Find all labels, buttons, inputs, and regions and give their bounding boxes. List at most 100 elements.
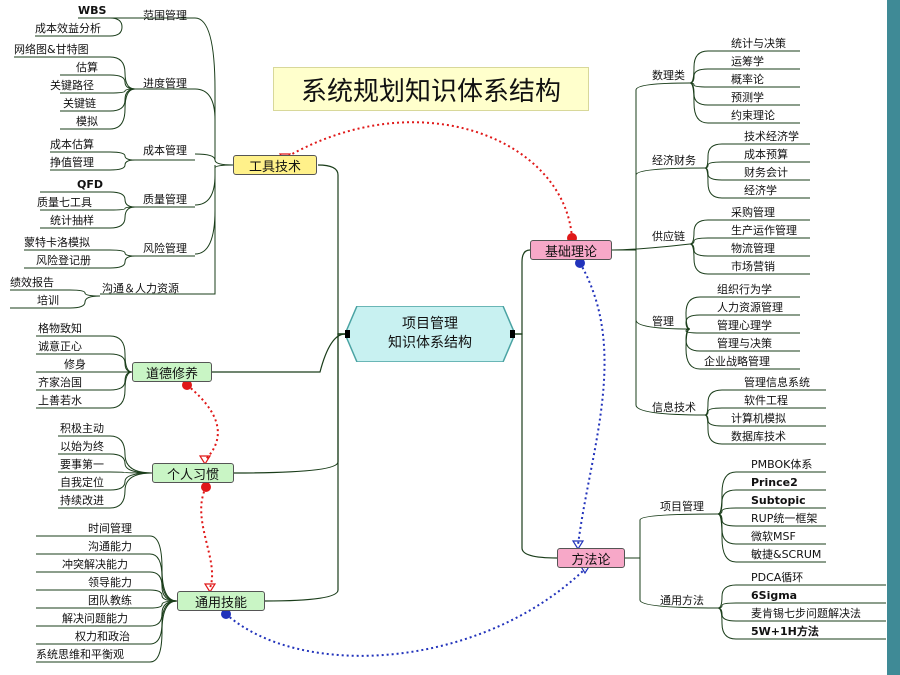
branch-node-skills[interactable]: 通用技能 [177,591,265,611]
leaf-item[interactable]: 微软MSF [751,530,796,543]
leaf-item[interactable]: 统计抽样 [50,214,94,227]
connector-line [149,600,178,627]
connector-line [635,250,706,416]
leaf-item[interactable]: 冲突解决能力 [62,558,128,571]
leaf-item[interactable]: QFD [77,178,103,191]
group-label-risk[interactable]: 风险管理 [143,242,187,255]
leaf-item[interactable]: 系统思维和平衡观 [36,648,124,661]
branch-node-theory[interactable]: 基础理论 [530,240,612,260]
connector-line [109,151,136,161]
leaf-item[interactable]: 齐家治国 [38,376,82,389]
leaf-item[interactable]: 质量七工具 [37,196,92,209]
group-label-econ[interactable]: 经济财务 [652,154,696,167]
leaf-item[interactable]: 领导能力 [88,576,132,589]
leaf-item[interactable]: 管理信息系统 [744,376,810,389]
leaf-item[interactable]: 诚意正心 [38,340,82,353]
group-label-management[interactable]: 管理 [652,315,674,328]
branch-node-methods[interactable]: 方法论 [557,548,625,568]
leaf-item[interactable]: 蒙特卡洛模拟 [24,236,90,249]
group-label-pm[interactable]: 项目管理 [660,500,704,513]
leaf-item[interactable]: 麦肯锡七步问题解决法 [751,607,861,620]
leaf-item[interactable]: 生产运作管理 [731,224,797,237]
leaf-item[interactable]: 持续改进 [60,494,104,507]
leaf-item[interactable]: 沟通能力 [88,540,132,553]
link-endpoint-dot [201,482,211,492]
leaf-item[interactable]: 培训 [37,294,59,307]
connector-line [109,74,136,90]
group-label-comm-hr[interactable]: 沟通＆人力资源 [102,282,179,295]
leaf-item[interactable]: 要事第一 [60,458,104,471]
leaf-item[interactable]: 自我定位 [60,476,104,489]
group-label-quality[interactable]: 质量管理 [143,193,187,206]
group-label-math[interactable]: 数理类 [652,69,685,82]
leaf-item[interactable]: 成本估算 [50,138,94,151]
leaf-item[interactable]: Subtopic [751,494,806,507]
connector-line [625,513,719,559]
group-label-cost[interactable]: 成本管理 [143,144,187,157]
leaf-item[interactable]: 成本效益分析 [35,22,101,35]
leaf-item[interactable]: 统计与决策 [731,37,786,50]
branch-node-habits[interactable]: 个人习惯 [152,463,234,483]
leaf-item[interactable]: WBS [78,4,107,17]
leaf-item[interactable]: 物流管理 [731,242,775,255]
leaf-item[interactable]: 运筹学 [731,55,764,68]
connector-line [69,289,101,297]
leaf-item[interactable]: PDCA循环 [751,571,804,584]
leaf-item[interactable]: 管理心理学 [717,319,772,332]
leaf-item[interactable]: PMBOK体系 [751,458,813,471]
leaf-item[interactable]: RUP统一框架 [751,512,818,525]
leaf-item[interactable]: 网络图&甘特图 [14,43,89,56]
center-topic-node[interactable]: 项目管理 知识体系结构 [345,306,515,362]
connector-line [149,553,178,602]
leaf-item[interactable]: 6Sigma [751,589,798,602]
leaf-item[interactable]: 时间管理 [88,522,132,535]
leaf-item[interactable]: 挣值管理 [50,156,94,169]
leaf-item[interactable]: Prince2 [751,476,798,489]
group-label-scope[interactable]: 范围管理 [143,9,187,22]
leaf-item[interactable]: 软件工程 [744,394,788,407]
connector-line [109,88,136,94]
group-label-general-method[interactable]: 通用方法 [660,594,704,607]
connector-line [704,161,723,169]
leaf-item[interactable]: 人力资源管理 [717,301,783,314]
leaf-item[interactable]: 绩效报告 [10,276,54,289]
leaf-item[interactable]: 技术经济学 [744,130,799,143]
leaf-item[interactable]: 风险登记册 [36,254,91,267]
branch-node-tools[interactable]: 工具技术 [233,155,317,175]
leaf-item[interactable]: 修身 [64,358,86,371]
leaf-item[interactable]: 5W+1H方法 [751,625,819,638]
leaf-item[interactable]: 关键链 [63,97,96,110]
group-label-schedule[interactable]: 进度管理 [143,77,187,90]
leaf-item[interactable]: 市场营销 [731,260,775,273]
leaf-item[interactable]: 上善若水 [38,394,82,407]
leaf-item[interactable]: 经济学 [744,184,777,197]
branch-node-morality[interactable]: 道德修养 [132,362,212,382]
leaf-item[interactable]: 以始为终 [60,440,104,453]
connector-line [109,206,136,229]
leaf-item[interactable]: 敏捷&SCRUM [751,548,822,561]
leaf-item[interactable]: 权力和政治 [75,630,130,643]
leaf-item[interactable]: 概率论 [731,73,764,86]
connector-line [149,600,178,609]
leaf-item[interactable]: 成本预算 [744,148,788,161]
leaf-item[interactable]: 管理与决策 [717,337,772,350]
connector-line [515,249,531,335]
leaf-item[interactable]: 约束理论 [731,109,775,122]
leaf-item[interactable]: 团队教练 [88,594,132,607]
leaf-item[interactable]: 解决问题能力 [62,612,128,625]
leaf-item[interactable]: 预测学 [731,91,764,104]
leaf-item[interactable]: 关键路径 [50,79,94,92]
leaf-item[interactable]: 企业战略管理 [704,355,770,368]
leaf-item[interactable]: 采购管理 [731,206,775,219]
leaf-item[interactable]: 计算机模拟 [731,412,786,425]
leaf-item[interactable]: 组织行为学 [717,283,772,296]
leaf-item[interactable]: 估算 [76,61,98,74]
leaf-item[interactable]: 模拟 [76,115,98,128]
leaf-item[interactable]: 积极主动 [60,422,104,435]
leaf-item[interactable]: 财务会计 [744,166,788,179]
leaf-item[interactable]: 数据库技术 [731,430,786,443]
group-label-it[interactable]: 信息技术 [652,401,696,414]
group-label-supply[interactable]: 供应链 [652,230,685,243]
leaf-item[interactable]: 格物致知 [38,322,82,335]
connector-line [194,209,216,255]
